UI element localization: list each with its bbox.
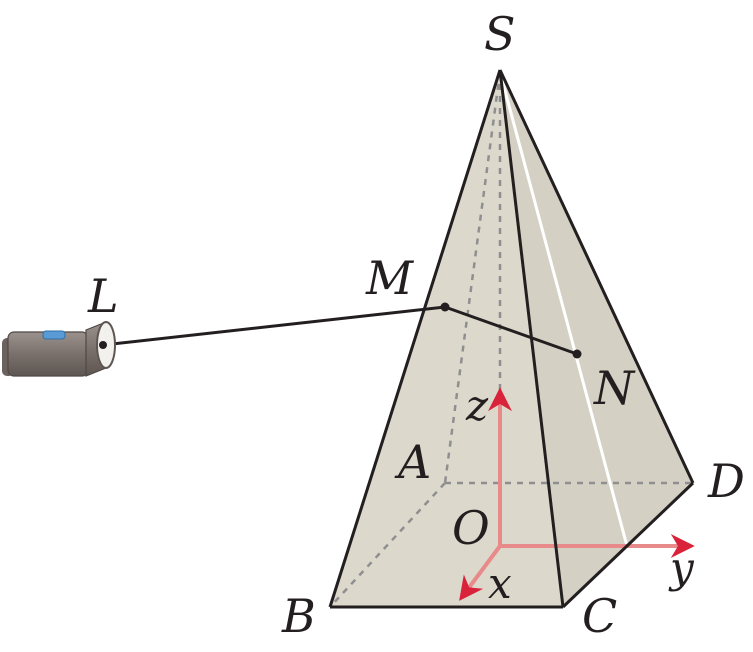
label-o: O xyxy=(452,501,490,555)
face-front xyxy=(330,70,563,607)
point-n-dot xyxy=(572,349,582,359)
label-d: D xyxy=(707,454,745,508)
x-axis xyxy=(459,544,502,601)
point-m-dot xyxy=(440,302,450,312)
edge-sb xyxy=(328,69,502,608)
edge-ab-hidden xyxy=(329,482,446,608)
edge-sa-hidden xyxy=(443,71,502,484)
point-l-dot xyxy=(99,341,107,349)
label-m: M xyxy=(365,251,415,305)
label-a: A xyxy=(394,435,431,489)
axis-label-z: z xyxy=(465,381,489,430)
pyramid-faces xyxy=(330,70,693,607)
label-b: B xyxy=(281,589,316,643)
coordinate-axes xyxy=(459,387,695,601)
axis-label-y: y xyxy=(668,543,695,592)
face-highlight xyxy=(498,71,629,547)
axis-label-x: x xyxy=(488,559,512,608)
label-c: C xyxy=(582,589,617,643)
label-s: S xyxy=(484,7,516,61)
flashlight-switch xyxy=(42,330,66,340)
hidden-edges xyxy=(329,71,693,608)
label-l: L xyxy=(87,269,119,323)
flashlight-icon xyxy=(2,321,116,377)
edge-cd xyxy=(561,481,695,609)
label-n: N xyxy=(593,361,636,415)
edge-sd xyxy=(498,69,695,484)
